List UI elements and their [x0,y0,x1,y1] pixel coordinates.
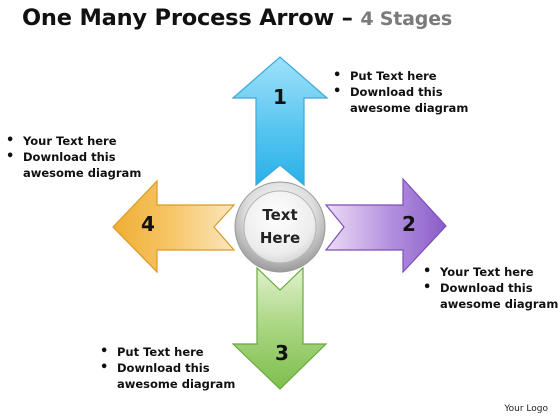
center-text-line1: Text [262,206,297,224]
list-item: Put Text here [100,344,235,360]
stage-3-arrow-down [231,266,328,390]
center-text-line2: Here [260,229,300,247]
title-main: One Many Process Arrow – [22,5,353,31]
stage-2-arrow-right [324,177,447,274]
page-title: One Many Process Arrow – 4 Stages [22,5,452,31]
center-disc [243,190,317,264]
list-item: Your Text here [423,264,558,280]
stage-2-number: 2 [402,212,416,236]
stage-1-number: 1 [273,85,287,109]
list-item: Put Text here [333,68,468,84]
stage-1-arrow-up [231,56,329,187]
stage-4-arrow-left [112,179,236,274]
stage-4-number: 4 [141,212,155,236]
stage-3-number: 3 [275,341,289,365]
title-stages: 4 Stages [360,8,452,30]
list-item: Your Text here [6,133,141,149]
logo-placeholder: Your Logo [504,404,548,414]
